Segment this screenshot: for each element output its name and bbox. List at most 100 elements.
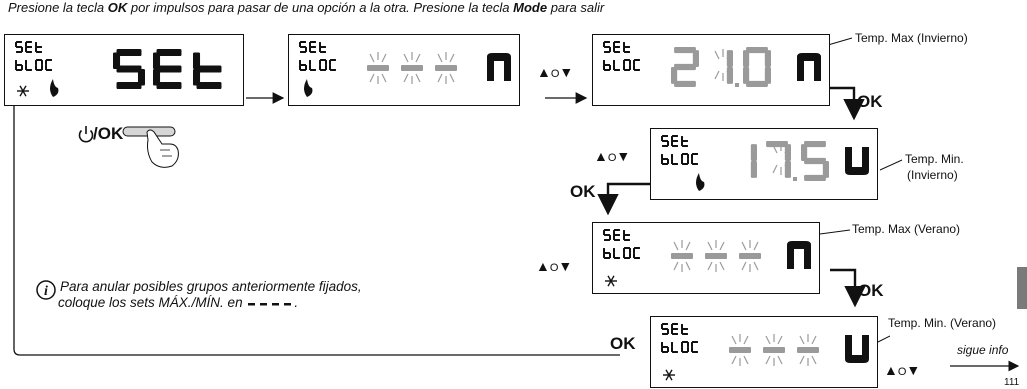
label-temp-max-invierno: Temp. Max (Invierno) bbox=[855, 31, 968, 45]
small-glyph bbox=[661, 135, 669, 147]
small-glyph bbox=[299, 60, 307, 71]
small-glyph bbox=[329, 59, 336, 71]
svg-text:i: i bbox=[44, 284, 48, 299]
label-temp-min-invierno-2: (Invierno) bbox=[907, 168, 958, 182]
small-glyph bbox=[299, 41, 307, 53]
lcd-set-text bbox=[603, 41, 630, 53]
sigue-info-link[interactable]: sigue info bbox=[957, 343, 1009, 357]
small-glyph bbox=[671, 342, 678, 353]
instruction-text: Presione la tecla OK por impulsos para p… bbox=[8, 0, 604, 15]
up-or-down-4: ▲O▼ bbox=[884, 362, 921, 378]
small-glyph bbox=[671, 135, 678, 147]
lcd-bloc-text bbox=[15, 59, 52, 71]
small-glyph bbox=[623, 42, 630, 53]
leader-min-verano bbox=[877, 335, 891, 343]
main-glyph bbox=[766, 141, 791, 178]
small-glyph bbox=[613, 229, 620, 241]
power-ok-button-icon bbox=[122, 126, 179, 168]
small-glyph bbox=[309, 41, 316, 53]
ok-label-4: OK bbox=[610, 334, 636, 353]
small-glyph bbox=[691, 341, 698, 353]
flash-rays bbox=[772, 143, 790, 175]
instruction-key-ok: OK bbox=[107, 0, 128, 15]
mode-indicator-n bbox=[487, 53, 511, 81]
small-glyph bbox=[661, 154, 669, 165]
dash-3 bbox=[739, 240, 761, 272]
small-glyph bbox=[681, 324, 688, 335]
lcd-svg bbox=[661, 323, 869, 381]
main-glyph bbox=[726, 50, 733, 84]
up-or-down-3: ▲O▼ bbox=[536, 258, 573, 274]
flash-rays bbox=[765, 334, 783, 366]
arrow-d3-d4 bbox=[830, 86, 865, 121]
dashes-icon bbox=[248, 303, 292, 306]
mode-indicator-n bbox=[787, 241, 811, 269]
small-glyph bbox=[633, 59, 640, 71]
small-glyph bbox=[633, 247, 640, 259]
snowflake-icon bbox=[663, 369, 675, 381]
instruction-part1: Presione la tecla bbox=[8, 0, 108, 15]
small-glyph bbox=[681, 153, 689, 165]
up-or-down-1: ▲O▼ bbox=[537, 64, 574, 80]
label-temp-max-verano: Temp. Max (Verano) bbox=[852, 222, 961, 236]
dash-1 bbox=[367, 52, 389, 84]
small-glyph bbox=[681, 136, 688, 147]
flash-rays bbox=[437, 52, 455, 84]
small-glyph bbox=[309, 60, 316, 71]
info-icon: i bbox=[36, 280, 56, 300]
lcd-svg bbox=[15, 41, 222, 97]
leader-min-invierno bbox=[879, 159, 903, 171]
flash-rays bbox=[707, 240, 725, 272]
dash-3 bbox=[435, 52, 457, 84]
main-glyph bbox=[801, 141, 829, 181]
lcd-set-text bbox=[661, 323, 688, 335]
lcd-svg bbox=[661, 135, 869, 191]
arrow-d5-d6 bbox=[830, 268, 866, 308]
leader-max-invierno bbox=[827, 37, 853, 46]
page-number: 111 bbox=[1004, 377, 1020, 388]
lcd-display-temp-min-invierno bbox=[650, 128, 878, 200]
dash-1 bbox=[729, 334, 751, 366]
lcd-bloc-text bbox=[661, 153, 698, 165]
small-glyph bbox=[45, 59, 52, 71]
flash-rays bbox=[403, 52, 421, 84]
leader-max-verano bbox=[819, 229, 851, 235]
lcd-display-temp-min-verano bbox=[650, 316, 878, 388]
note-text: Para anular posibles grupos anteriorment… bbox=[36, 279, 362, 311]
small-glyph bbox=[613, 60, 620, 71]
ok-label-3: OK bbox=[858, 281, 884, 300]
mode-indicator-u bbox=[845, 147, 869, 175]
flame-icon bbox=[50, 79, 59, 97]
instruction-key-mode: Mode bbox=[513, 0, 548, 15]
power-ok-label: /OK bbox=[93, 124, 124, 143]
small-glyph bbox=[603, 248, 611, 259]
lcd-display-set-bloc bbox=[288, 34, 520, 106]
instruction-part3: para salir bbox=[547, 0, 605, 15]
main-glyph bbox=[750, 144, 757, 178]
lcd-svg bbox=[299, 41, 511, 97]
lcd-set-text bbox=[15, 41, 42, 53]
lcd-svg bbox=[603, 229, 811, 287]
label-temp-min-verano: Temp. Min. (Verano) bbox=[888, 316, 997, 330]
note-line-1: Para anular posibles grupos anteriorment… bbox=[60, 279, 362, 294]
small-glyph bbox=[661, 342, 669, 353]
lcd-bloc-text bbox=[299, 59, 336, 71]
small-glyph bbox=[603, 229, 611, 241]
dash-2 bbox=[763, 334, 785, 366]
ok-label-1: OK bbox=[857, 92, 883, 111]
snowflake-icon bbox=[17, 85, 29, 97]
snowflake-icon bbox=[605, 275, 617, 287]
small-glyph bbox=[623, 59, 631, 71]
arrow-d4-d5 bbox=[597, 182, 650, 216]
lcd-set-text bbox=[603, 229, 630, 241]
small-glyph bbox=[661, 323, 669, 335]
mode-indicator-u bbox=[845, 335, 869, 363]
main-glyph bbox=[193, 52, 222, 89]
small-glyph bbox=[603, 41, 611, 53]
mode-indicator-n bbox=[797, 53, 821, 81]
lcd-bloc-text bbox=[603, 247, 640, 259]
dash-1 bbox=[671, 240, 693, 272]
small-glyph bbox=[691, 153, 698, 165]
small-glyph bbox=[319, 59, 327, 71]
flash-rays bbox=[714, 49, 732, 81]
